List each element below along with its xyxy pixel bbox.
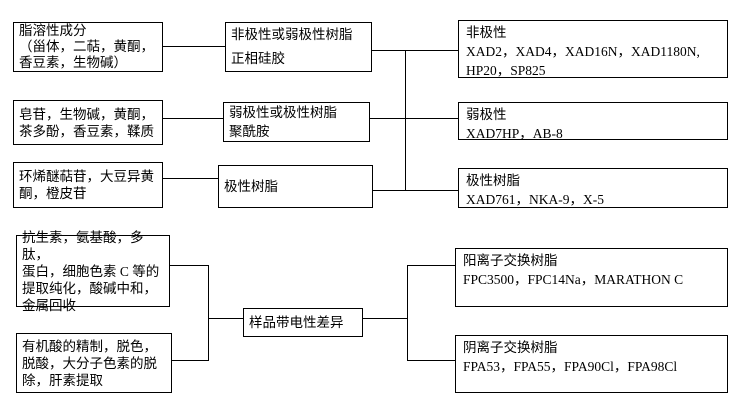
connector-m3-r3 bbox=[373, 190, 458, 191]
box-nonpolar-or-weak-polar-resin-text: 非极性或弱极性树脂 正相硅胶 bbox=[231, 27, 353, 66]
box-weak-polar-resins: 弱极性 XAD7HP，AB-8 bbox=[458, 102, 728, 141]
connector-bracket-r5 bbox=[407, 360, 455, 361]
connector-trunk-top bbox=[405, 50, 406, 191]
connector-l1-m1 bbox=[163, 46, 225, 47]
box-antibiotics-amino-acids-text: 抗生素，氨基酸，多肽， 蛋白，细胞色素 C 等的 提取纯化，酸碱中和， 金属回收 bbox=[22, 229, 160, 313]
box-anion-exchange-resins-text: 阴离子交换树脂 FPA53，FPA55，FPA90Cl，FPA98Cl bbox=[463, 340, 678, 374]
box-iridoid-glycosides: 环烯醚萜苷，大豆异黄 酮，橙皮苷 bbox=[13, 162, 163, 208]
connector-right-bracket bbox=[407, 265, 408, 361]
box-lipid-soluble: 脂溶性成分 （甾体，二萜，黄酮， 香豆素，生物碱） bbox=[13, 22, 163, 72]
connector-l4-bracket bbox=[170, 265, 208, 266]
box-nonpolar-resins-text: 非极性 XAD2，XAD4，XAD16N，XAD1180N, HP20，SP82… bbox=[466, 25, 700, 78]
box-sample-charge-difference-text: 样品带电性差异 bbox=[249, 315, 344, 330]
box-nonpolar-or-weak-polar-resin: 非极性或弱极性树脂 正相硅胶 bbox=[225, 22, 372, 72]
connector-bracket-r4 bbox=[407, 265, 455, 266]
connector-left-bracket bbox=[208, 265, 209, 361]
box-organic-acids-text: 有机酸的精制，脱色， 脱酸，大分子色素的脱 除，肝素提取 bbox=[22, 338, 157, 388]
box-polar-resins: 极性树脂 XAD761，NKA-9，X-5 bbox=[458, 168, 728, 208]
box-weak-polar-or-polar-resin: 弱极性或极性树脂 聚酰胺 bbox=[223, 102, 370, 142]
box-saponins-alkaloids-text: 皂苷，生物碱，黄酮， 茶多酚，香豆素，鞣质 bbox=[19, 106, 154, 139]
connector-bracket-m4 bbox=[208, 318, 243, 319]
box-polar-resin-text: 极性树脂 bbox=[224, 179, 278, 194]
connector-l5-bracket bbox=[172, 360, 208, 361]
connector-l3-m3 bbox=[163, 178, 218, 179]
box-sample-charge-difference: 样品带电性差异 bbox=[243, 308, 363, 337]
connector-m2-r2 bbox=[370, 118, 458, 119]
connector-m1-r1 bbox=[372, 50, 458, 51]
box-lipid-soluble-text: 脂溶性成分 （甾体，二萜，黄酮， 香豆素，生物碱） bbox=[19, 23, 154, 70]
box-polar-resin: 极性树脂 bbox=[218, 165, 373, 208]
box-cation-exchange-resins: 阳离子交换树脂 FPC3500，FPC14Na，MARATHON C bbox=[455, 248, 728, 307]
box-cation-exchange-resins-text: 阳离子交换树脂 FPC3500，FPC14Na，MARATHON C bbox=[463, 253, 684, 287]
box-nonpolar-resins: 非极性 XAD2，XAD4，XAD16N，XAD1180N, HP20，SP82… bbox=[458, 20, 728, 78]
box-organic-acids: 有机酸的精制，脱色， 脱酸，大分子色素的脱 除，肝素提取 bbox=[16, 333, 172, 393]
box-anion-exchange-resins: 阴离子交换树脂 FPA53，FPA55，FPA90Cl，FPA98Cl bbox=[455, 335, 728, 393]
box-iridoid-glycosides-text: 环烯醚萜苷，大豆异黄 酮，橙皮苷 bbox=[19, 169, 154, 201]
box-saponins-alkaloids: 皂苷，生物碱，黄酮， 茶多酚，香豆素，鞣质 bbox=[13, 100, 163, 145]
box-weak-polar-or-polar-resin-text: 弱极性或极性树脂 聚酰胺 bbox=[229, 105, 337, 139]
box-weak-polar-resins-text: 弱极性 XAD7HP，AB-8 bbox=[466, 107, 563, 141]
box-polar-resins-text: 极性树脂 XAD761，NKA-9，X-5 bbox=[466, 173, 604, 207]
connector-l2-m2 bbox=[163, 118, 223, 119]
box-antibiotics-amino-acids: 抗生素，氨基酸，多肽， 蛋白，细胞色素 C 等的 提取纯化，酸碱中和， 金属回收 bbox=[16, 230, 170, 313]
connector-m4-bracket bbox=[363, 318, 407, 319]
